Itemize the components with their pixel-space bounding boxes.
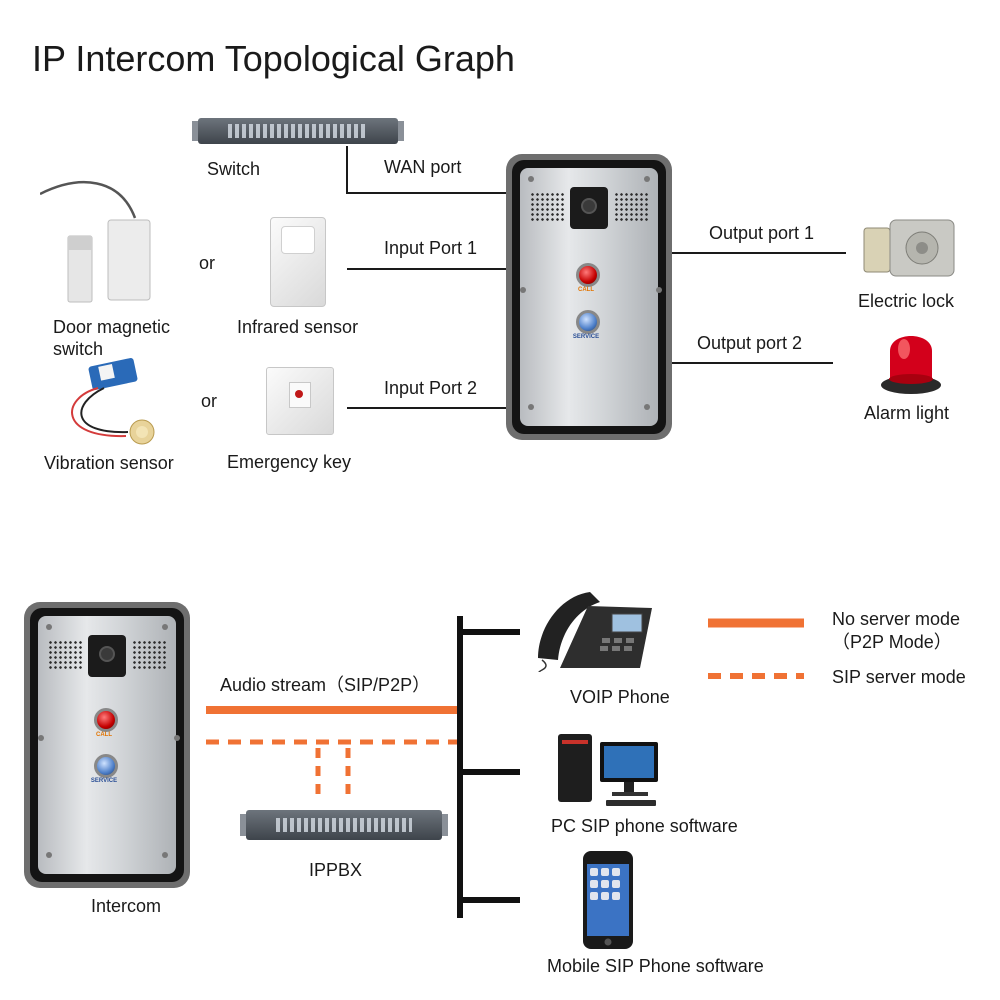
mobile-sip-label: Mobile SIP Phone software xyxy=(547,956,764,976)
electric-lock-image xyxy=(863,219,955,277)
intercom-service-tag: SERVICE xyxy=(90,778,118,784)
emergency-key-label: Emergency key xyxy=(227,452,352,472)
wan-port-label: WAN port xyxy=(384,157,462,177)
switch-label: Switch xyxy=(207,159,261,179)
intercom-call-button xyxy=(94,708,118,732)
network-switch-image xyxy=(192,118,404,144)
ippbx-image xyxy=(240,810,448,840)
infrared-sensor-image xyxy=(270,217,326,307)
pc-sip-label: PC SIP phone software xyxy=(551,816,738,836)
output-port-1-label: Output port 1 xyxy=(709,223,815,243)
mobile-phone-image xyxy=(583,851,633,949)
vibration-sensor-label: Vibration sensor xyxy=(44,453,174,473)
legend-no-server-label: No server mode xyxy=(832,609,961,629)
output-port-2-label: Output port 2 xyxy=(697,333,803,353)
ippbx-label: IPPBX xyxy=(309,860,363,880)
legend-p2p-label: （P2P Mode） xyxy=(832,632,952,652)
alarm-light-image xyxy=(881,336,941,394)
input-port-1-label: Input Port 1 xyxy=(384,238,478,258)
legend-sip-server-label: SIP server mode xyxy=(832,667,966,687)
or-label-1: or xyxy=(199,253,216,273)
alarm-light-label: Alarm light xyxy=(864,403,950,423)
electric-lock-label: Electric lock xyxy=(858,291,955,311)
pc-image xyxy=(558,734,658,806)
door-magnetic-switch-image xyxy=(40,181,151,303)
intercom-service-tag: SERVICE xyxy=(572,334,600,340)
vibration-sensor-image xyxy=(71,358,155,445)
intercom-call-button xyxy=(576,263,600,287)
input-port-2-label: Input Port 2 xyxy=(384,378,478,398)
or-label-2: or xyxy=(201,391,218,411)
voip-phone-image xyxy=(538,592,652,672)
voip-phone-label: VOIP Phone xyxy=(570,687,670,707)
emergency-key-image xyxy=(266,367,334,435)
intercom-service-button xyxy=(576,310,600,334)
intercom-service-button xyxy=(94,754,118,778)
intercom-panel-top: CALL SERVICE xyxy=(506,154,672,440)
intercom-label: Intercom xyxy=(91,896,162,916)
door-magnetic-switch-label: Door magnetic switch xyxy=(53,317,171,359)
page-title: IP Intercom Topological Graph xyxy=(32,38,515,79)
wan-line xyxy=(346,146,507,194)
infrared-sensor-label: Infrared sensor xyxy=(237,317,359,337)
intercom-call-tag: CALL xyxy=(578,287,594,293)
audio-stream-label: Audio stream（SIP/P2P） xyxy=(220,675,431,695)
intercom-call-tag: CALL xyxy=(96,732,112,738)
intercom-panel-bottom: CALL SERVICE xyxy=(24,602,190,888)
